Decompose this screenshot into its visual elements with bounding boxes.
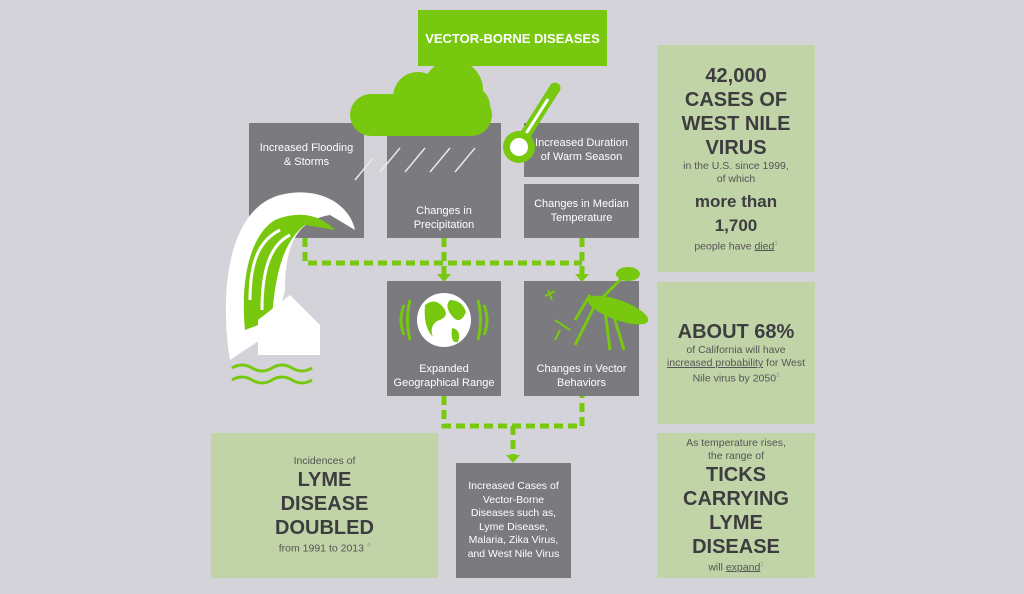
lyme-years-text: from 1991 to 2013	[278, 542, 364, 555]
connector-lines	[302, 238, 585, 456]
died-prefix: people have	[694, 240, 755, 253]
west-nile-stat-box: 42,000 CASES OF WEST NILE VIRUS in the U…	[657, 45, 815, 272]
west-nile-deaths: more than 1,700	[694, 191, 778, 235]
lyme-headline: LYME DISEASE DOUBLED	[275, 469, 374, 540]
mosquito-icon	[544, 267, 649, 351]
west-nile-died-text: people have died1	[657, 238, 815, 254]
expand-link[interactable]: expand	[725, 561, 761, 574]
thermometer-icon	[503, 82, 561, 163]
title-banner: VECTOR-BORNE DISEASES	[418, 10, 607, 66]
west-nile-cases: 42,000 CASES OF WEST NILE VIRUS	[681, 64, 791, 159]
california-sub: of California will have	[686, 344, 786, 357]
ref-note: 1	[760, 561, 764, 568]
california-sub2: for West Nile virus by 2050	[692, 357, 806, 385]
precipitation-box: Changes in Precipitation	[387, 123, 501, 238]
lyme-years: from 1991 to 2013 4	[251, 540, 398, 556]
ticks-headline: TICKS CARRYING LYME DISEASE	[683, 463, 789, 558]
ticks-expand-text: will expand1	[665, 559, 807, 575]
ticks-stat-box: As temperature rises, the range of TICKS…	[657, 433, 815, 578]
probability-link[interactable]: increased probability	[666, 357, 764, 370]
ref-note: 4	[366, 543, 371, 550]
rain-icon	[354, 147, 476, 181]
ticks-intro: As temperature rises, the range of	[686, 436, 786, 462]
died-link[interactable]: died	[754, 240, 775, 253]
globe-icon	[399, 293, 489, 347]
california-percent: ABOUT 68%	[677, 321, 795, 344]
arrowheads	[437, 274, 589, 463]
warm-season-box: Increased Duration of Warm Season	[524, 123, 639, 177]
increased-cases-box: Increased Cases of Vector-Borne Diseases…	[456, 463, 571, 578]
lyme-intro: Incidences of	[293, 455, 356, 468]
cloud-icon	[350, 60, 492, 136]
lyme-stat-box: Incidences of LYME DISEASE DOUBLED from …	[211, 433, 438, 578]
west-nile-since: in the U.S. since 1999, of which	[683, 159, 789, 185]
median-temperature-box: Changes in Median Temperature	[524, 184, 639, 238]
wave-house-icon	[225, 192, 355, 385]
expand-prefix: will	[708, 561, 726, 574]
ref-note: 3	[776, 373, 780, 380]
ref-note: 1	[774, 240, 778, 247]
